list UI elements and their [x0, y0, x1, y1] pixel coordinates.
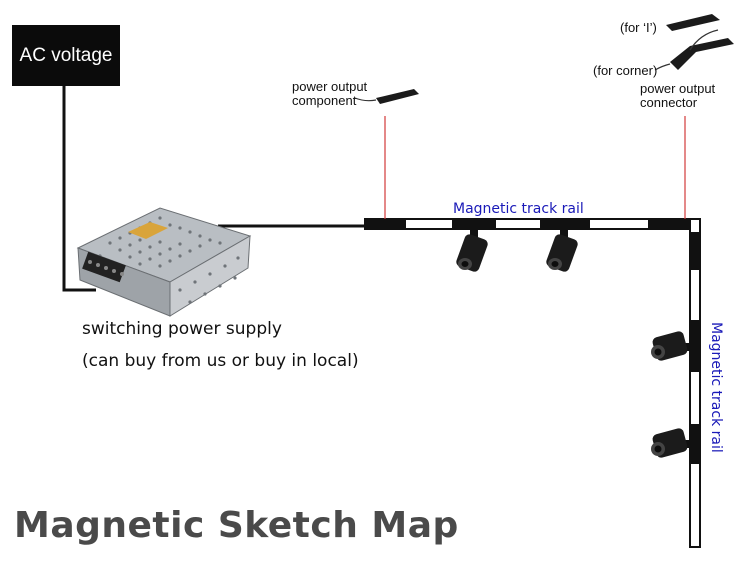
vertical-rail-label: Magnetic track rail	[708, 322, 724, 453]
power-output-component-line2: component	[292, 93, 357, 108]
power-output-connector-line2: connector	[640, 95, 698, 110]
ac-voltage-label: AC voltage	[19, 45, 113, 66]
ac-wire	[62, 86, 96, 292]
power-output-connector-label: power output connector	[640, 82, 715, 110]
power-supply-label-line2: (can buy from us or buy in local)	[82, 351, 359, 371]
ac-voltage-box: AC voltage	[12, 25, 120, 86]
connector-for-corner-label: (for corner)	[593, 63, 658, 78]
horizontal-track-rail	[364, 218, 699, 230]
spotlight-4	[651, 428, 691, 458]
power-output-component-line1: power output	[292, 79, 368, 94]
connector-for-i-part	[666, 14, 720, 31]
power-output-connector-line1: power output	[640, 81, 716, 96]
power-supply-label-line1: switching power supply	[82, 319, 282, 339]
connector-for-corner-part	[654, 29, 734, 71]
power-output-component-label: power output component	[292, 80, 367, 108]
spotlight-1	[456, 229, 488, 272]
connector-for-i-label: (for ‘I’)	[620, 20, 657, 35]
page-title: Magnetic Sketch Map	[14, 505, 459, 546]
vertical-track-rail	[689, 218, 701, 548]
spotlight-2	[546, 229, 578, 272]
horizontal-rail-label: Magnetic track rail	[453, 201, 584, 217]
switching-power-supply-image	[76, 207, 252, 317]
spotlight-3	[651, 331, 691, 361]
power-output-component-part	[354, 89, 419, 104]
